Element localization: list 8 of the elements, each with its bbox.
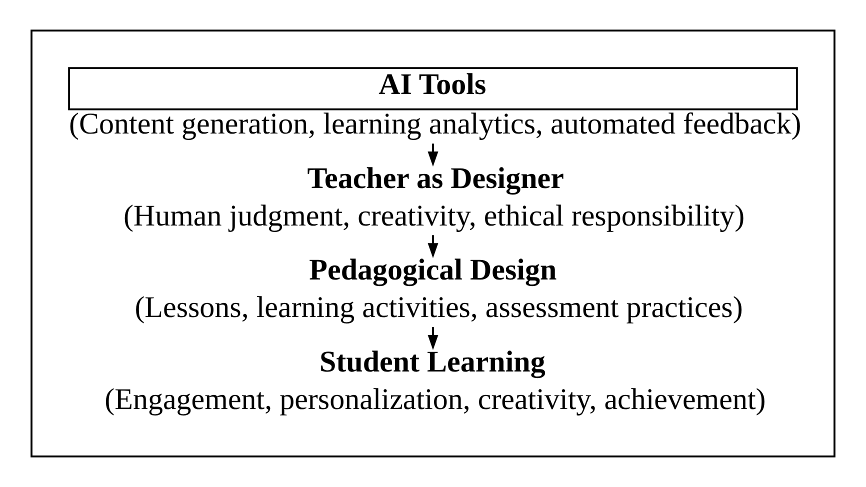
node-text: Teacher as Designer (Human judgment, creativity, ethical responsibility) [123, 162, 745, 232]
node-text: Student Learning (Engagement, personalization, creativity, achievement) [104, 346, 766, 416]
cluster [30, 30, 836, 458]
node-box: AI Tools [68, 67, 798, 110]
node-text: Pedagogical Design (Lessons, learning activities, assessment practices) [134, 254, 743, 324]
arrow [428, 235, 438, 258]
arrow [428, 327, 438, 350]
arrow [428, 144, 438, 167]
